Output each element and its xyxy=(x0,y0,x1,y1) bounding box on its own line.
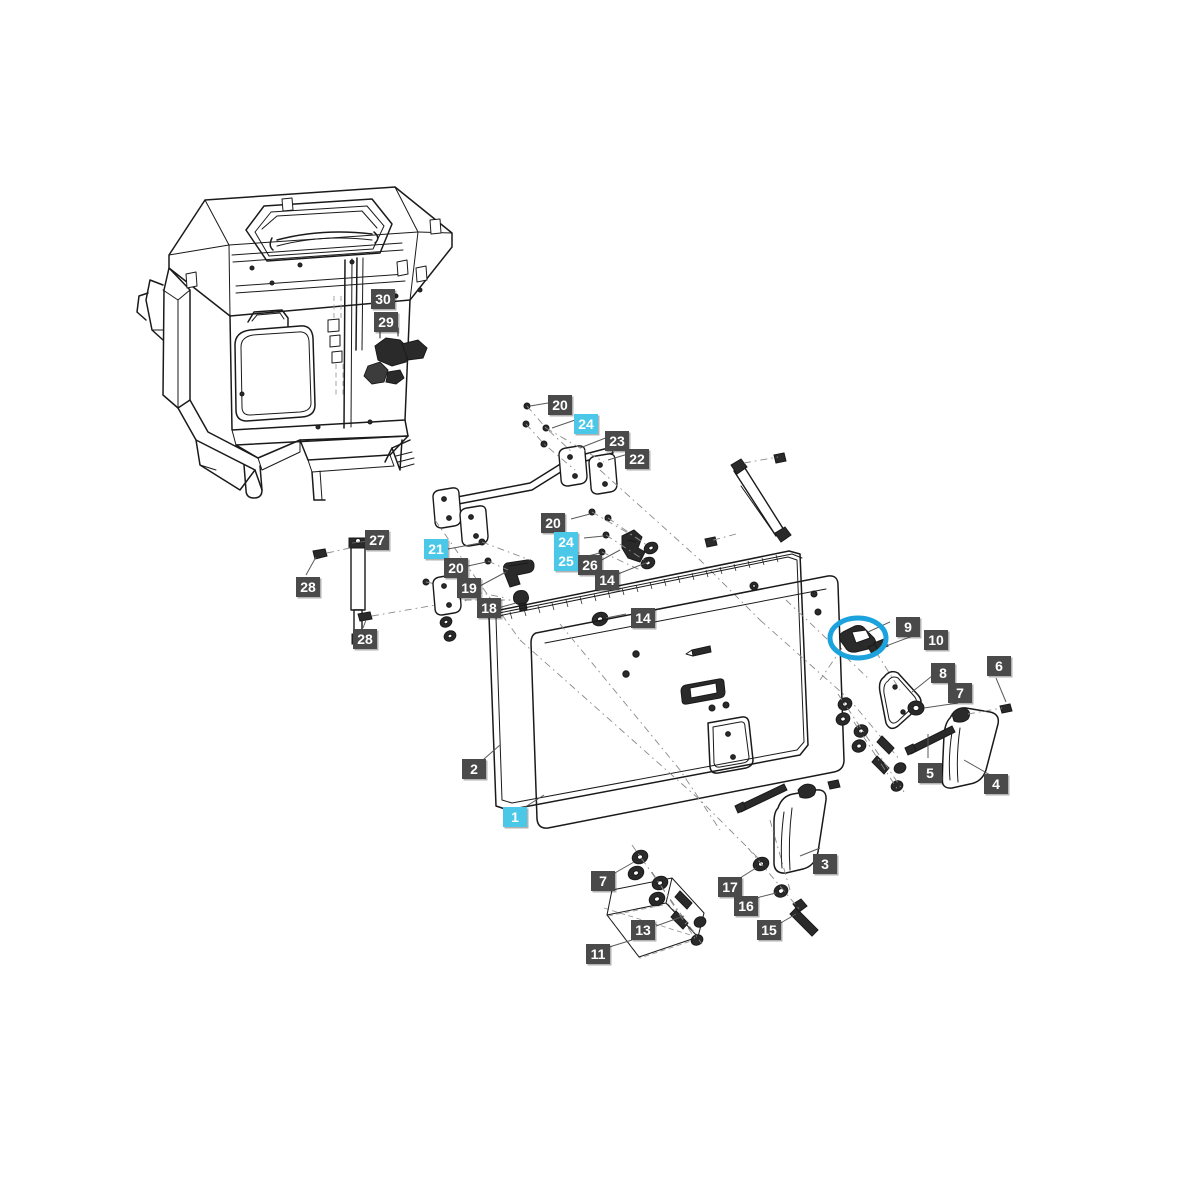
callout-11-cover-panel[interactable]: 11 xyxy=(586,944,610,964)
callout-30-cab-frame-fitting[interactable]: 30 xyxy=(371,289,395,309)
hinge-arm-upper-group xyxy=(904,677,1013,789)
callout-28-ball-stud[interactable]: 28 xyxy=(296,577,320,597)
callout-23-hinge-plate[interactable]: 23 xyxy=(605,431,629,451)
cover-panel-group xyxy=(603,844,707,959)
callout-21-bolt[interactable]: 21 xyxy=(424,539,448,559)
callout-6-pin[interactable]: 6 xyxy=(987,656,1011,676)
selected-part-highlight xyxy=(827,615,889,661)
callout-7-washer[interactable]: 7 xyxy=(591,871,615,891)
callout-24-washer[interactable]: 24 xyxy=(574,414,598,434)
callout-25-spring-washer[interactable]: 25 xyxy=(554,551,578,571)
callout-9-door-lock-latch[interactable]: 9 xyxy=(896,617,920,637)
door-lock-latch-group xyxy=(819,621,919,691)
latch-catch-group xyxy=(570,508,659,627)
callout-24-washer[interactable]: 24 xyxy=(554,532,578,552)
callout-22-hinge-bracket[interactable]: 22 xyxy=(625,449,649,469)
callout-1-rear-window-glass[interactable]: 1 xyxy=(503,807,527,827)
callout-20-nut[interactable]: 20 xyxy=(548,395,572,415)
callout-2-window-seal[interactable]: 2 xyxy=(462,759,486,779)
callout-14-grommet[interactable]: 14 xyxy=(595,570,619,590)
callout-27-gas-strut[interactable]: 27 xyxy=(365,530,389,550)
callout-13-screw[interactable]: 13 xyxy=(631,920,655,940)
hinge-plate-group xyxy=(878,670,959,730)
callout-20-nut[interactable]: 20 xyxy=(444,558,468,578)
callout-10-screw[interactable]: 10 xyxy=(924,630,948,650)
callout-3-hinge-arm-lower[interactable]: 3 xyxy=(813,854,837,874)
callout-15-bolt[interactable]: 15 xyxy=(757,920,781,940)
callout-17-washer[interactable]: 17 xyxy=(718,877,742,897)
callout-5-bolt[interactable]: 5 xyxy=(918,763,942,783)
callout-18-knob[interactable]: 18 xyxy=(477,598,501,618)
cab-frame-assembly xyxy=(136,186,453,501)
callout-19-handle-grip[interactable]: 19 xyxy=(457,578,481,598)
hinge-arm-lower-group xyxy=(734,779,841,937)
callout-28-ball-stud[interactable]: 28 xyxy=(353,629,377,649)
fastener-stack-right xyxy=(835,693,907,793)
callout-14-grommet[interactable]: 14 xyxy=(631,608,655,628)
callout-20-nut[interactable]: 20 xyxy=(541,513,565,533)
upper-hinge-rod-assembly xyxy=(432,402,761,641)
callout-29-cab-frame-bracket[interactable]: 29 xyxy=(374,312,398,332)
callout-4-hinge-arm-upper[interactable]: 4 xyxy=(984,774,1008,794)
gas-strut-right xyxy=(704,452,792,548)
rear-window-glass xyxy=(518,575,901,861)
callout-8-hinge-plate[interactable]: 8 xyxy=(931,663,955,683)
callout-7-washer[interactable]: 7 xyxy=(948,683,972,703)
callout-16-spacer[interactable]: 16 xyxy=(734,896,758,916)
